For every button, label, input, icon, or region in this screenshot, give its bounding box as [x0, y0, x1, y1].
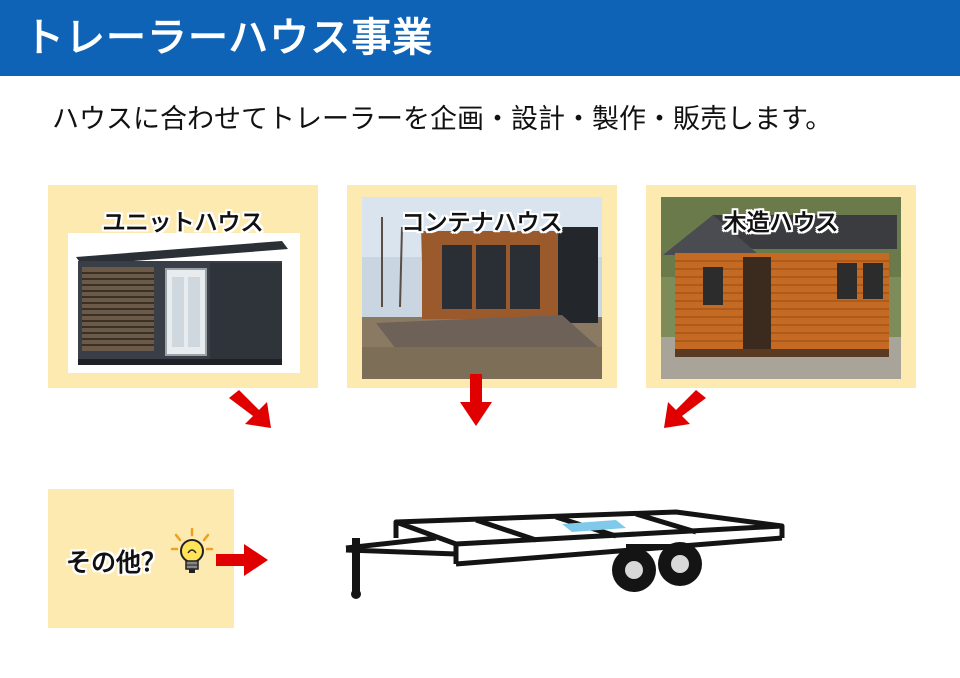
card-container-house: コンテナハウス [347, 185, 617, 388]
container-house-image [362, 197, 602, 379]
other-label: その他？ [66, 548, 167, 577]
arrow-down-left-icon [664, 390, 706, 428]
arrow-down-right-icon [229, 390, 271, 428]
arrow-right-icon [216, 544, 268, 576]
card-label-container-house: コンテナハウス [401, 210, 563, 236]
card-unit-house: ユニットハウス [48, 185, 318, 388]
page-title: トレーラーハウス事業 [24, 15, 434, 61]
arrow-down-icon [460, 374, 492, 426]
subtitle-text: ハウスに合わせてトレーラーを企画・設計・製作・販売します。 [52, 104, 833, 135]
header-bar: トレーラーハウス事業 [0, 0, 960, 76]
card-label-unit-house: ユニットハウス [102, 210, 264, 236]
card-other: その他？ [48, 489, 234, 628]
card-wooden-house: 木造ハウス [646, 185, 916, 388]
lightbulb-icon [170, 527, 214, 573]
unit-house-image [68, 233, 300, 373]
card-label-wooden-house: 木造ハウス [723, 210, 839, 236]
wooden-house-image [661, 197, 901, 379]
trailer-chassis-image [345, 509, 785, 599]
